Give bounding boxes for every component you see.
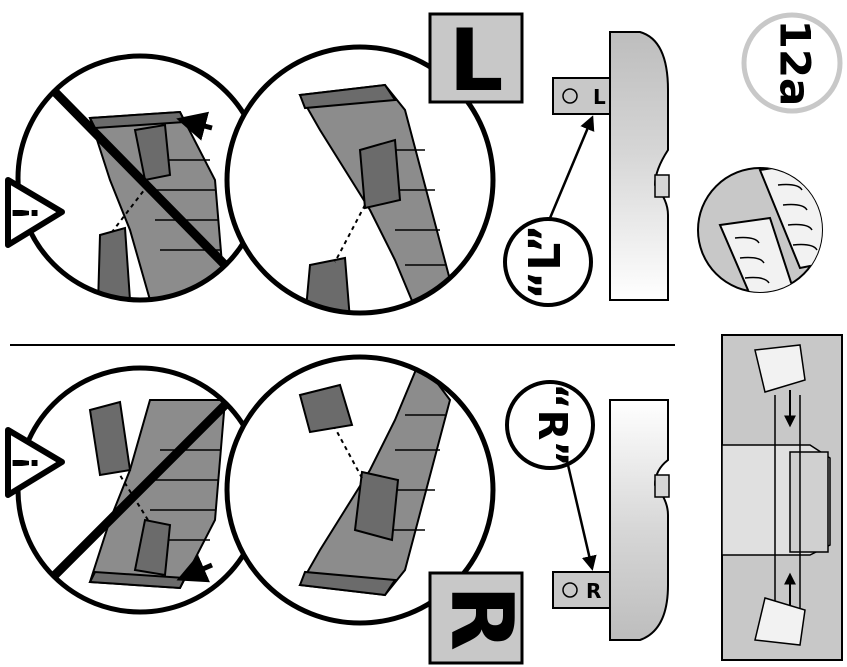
step-number-badge: 12a — [741, 12, 843, 114]
callout-r-text: “R” — [529, 383, 575, 466]
tab-letter-l: L — [593, 85, 606, 109]
prohibition-icon — [51, 88, 229, 269]
door-panel-bottom: R — [552, 399, 670, 641]
detail-view-brackets — [697, 167, 823, 293]
incorrect-view-top — [15, 53, 265, 303]
prohibition-icon — [51, 401, 229, 579]
warning-mark-bottom: ! — [7, 455, 47, 471]
warning-mark-top: ! — [7, 205, 47, 221]
correct-view-top — [224, 44, 496, 316]
tab-letter-r: R — [586, 579, 601, 603]
incorrect-view-bottom — [15, 365, 265, 615]
warning-triangle-icon: ! — [5, 177, 65, 248]
side-badge-r-text: R — [432, 585, 532, 651]
detail-panel-install — [721, 334, 843, 661]
warning-triangle-icon: ! — [5, 427, 65, 498]
callout-r: “R” — [505, 380, 595, 470]
side-badge-l: L — [428, 11, 524, 111]
callout-l: “L” — [503, 217, 593, 307]
callout-l-text: “L” — [520, 224, 571, 299]
step-number-text: 12a — [771, 20, 820, 107]
side-badge-l-text: L — [449, 11, 504, 111]
side-badge-r: R — [428, 571, 532, 665]
door-panel-top: L — [543, 31, 670, 301]
